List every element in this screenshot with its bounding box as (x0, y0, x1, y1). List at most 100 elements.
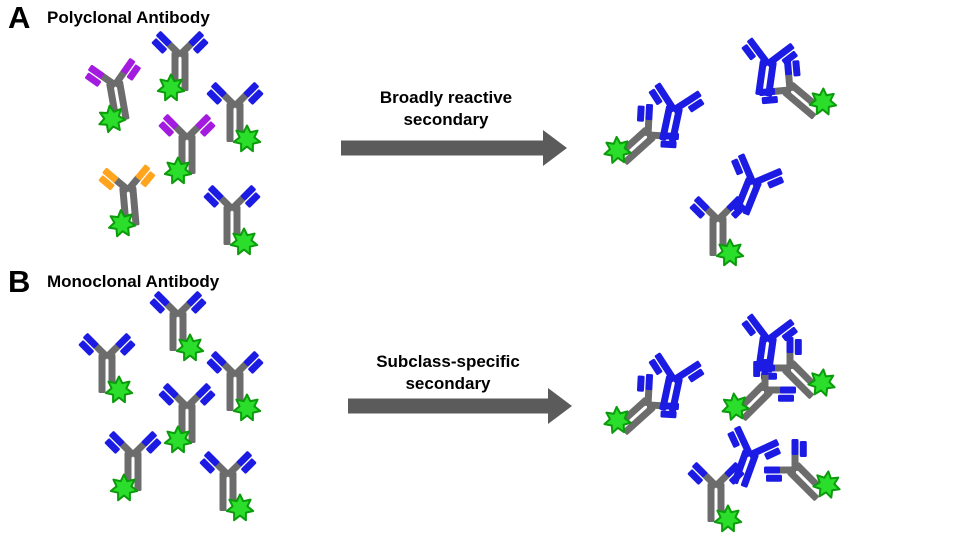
heavy-chain-tip (685, 360, 702, 375)
light-chain (727, 431, 740, 448)
light-chain (781, 326, 798, 341)
heavy-chain-proximal (218, 195, 235, 212)
heavy-chain-tip (645, 373, 654, 391)
light-chain (741, 44, 756, 61)
fab-arm (104, 431, 136, 458)
fluorophore-star-icon (715, 238, 745, 267)
fab-arm (731, 153, 757, 185)
light-chain (140, 171, 156, 188)
panel-a-molecules (85, 31, 838, 267)
fab-arm (158, 114, 190, 141)
fluorophore-star-icon (156, 73, 186, 102)
stem-bar (98, 354, 106, 393)
stem-bar (765, 61, 777, 97)
primary-antibody-blue (764, 439, 841, 501)
heavy-chain-tip (645, 103, 654, 121)
heavy-chain-proximal (740, 438, 754, 457)
stem-bar (755, 60, 767, 96)
fluorophore-star-icon (229, 227, 259, 256)
stem-bar (733, 177, 753, 212)
light-chain (200, 121, 216, 137)
heavy-chain-tip (692, 462, 708, 478)
light-chain (767, 176, 784, 189)
light-chain (689, 203, 705, 219)
stem-bar (119, 187, 129, 217)
heavy-chain-tip (163, 114, 179, 130)
fluorophore-star-icon (232, 393, 262, 422)
heavy-chain-proximal (751, 173, 770, 187)
heavy-chain-tip (724, 462, 740, 478)
arrow-a-label-line1: Broadly reactive (379, 88, 513, 107)
fab-arm (741, 313, 771, 343)
heavy-chain-proximal (785, 72, 794, 92)
heavy-chain-tip (762, 439, 780, 452)
stem-bar (741, 382, 766, 407)
heavy-chain-tip (204, 451, 220, 467)
light-chain (245, 192, 261, 208)
heavy-chain-tip (88, 64, 105, 79)
fab-arm (98, 168, 131, 193)
bound-complex (687, 425, 841, 533)
fab-arm (648, 82, 677, 113)
heavy-chain-tip (102, 168, 119, 183)
secondary-antibody (648, 82, 705, 143)
light-chain (731, 158, 744, 176)
light-chain (792, 60, 801, 77)
secondary-antibody (648, 352, 705, 413)
fab-arm (203, 185, 235, 212)
secondary-antibody (731, 153, 784, 216)
arrow-b-label: Subclass-specific secondary (336, 351, 560, 395)
stem-bar (229, 472, 237, 501)
heavy-chain-proximal (702, 472, 719, 489)
heavy-chain-proximal (221, 92, 238, 109)
fab-arm (648, 352, 677, 383)
arrow-shaft (348, 398, 548, 414)
panel-a-letter: A (8, 0, 31, 35)
fluorophore-star-icon (713, 504, 743, 533)
fab-arm (786, 337, 802, 369)
heavy-chain-proximal (644, 117, 653, 137)
fab-arm (112, 58, 141, 88)
light-chain (200, 390, 216, 406)
stem-bar (794, 462, 819, 487)
light-chain (193, 38, 209, 54)
primary-antibody-blue (758, 58, 838, 120)
heavy-chain-tip (188, 31, 204, 47)
primary-antibody-blue (206, 351, 264, 422)
heavy-chain-proximal (662, 364, 677, 383)
fab-arm (85, 64, 118, 88)
heavy-chain-proximal (662, 94, 677, 113)
heavy-chain-tip (778, 43, 795, 58)
heavy-chain-tip (236, 451, 252, 467)
light-chain (158, 390, 174, 406)
primary-antibody-blue (203, 185, 261, 256)
light-chain (648, 358, 663, 375)
heavy-chain-proximal (772, 86, 792, 95)
stem-bar (124, 452, 132, 481)
arrow-head (548, 388, 572, 424)
fab-arm (689, 196, 721, 223)
stem-bar (188, 135, 196, 174)
fab-arm (727, 425, 754, 457)
light-chain (648, 88, 663, 105)
fluorophore-star-icon (109, 473, 139, 502)
light-chain (660, 140, 677, 149)
fab-arm (636, 373, 654, 407)
heavy-chain-proximal (166, 41, 183, 58)
fluorophore-star-icon (163, 156, 193, 185)
fluorophore-star-icon (807, 368, 836, 397)
heavy-chain-proximal (743, 166, 757, 185)
heavy-chain-tip (786, 337, 794, 353)
primary-antibody-blue (603, 373, 680, 435)
fab-arm (151, 31, 183, 58)
heavy-chain-proximal (755, 324, 771, 343)
stem-bar (709, 217, 717, 256)
heavy-chain-tip (747, 313, 762, 330)
heavy-chain-tip (195, 114, 211, 130)
light-chain (688, 368, 705, 383)
light-chain (660, 410, 677, 419)
heavy-chain-proximal (164, 301, 181, 318)
stem-bar (233, 206, 241, 235)
